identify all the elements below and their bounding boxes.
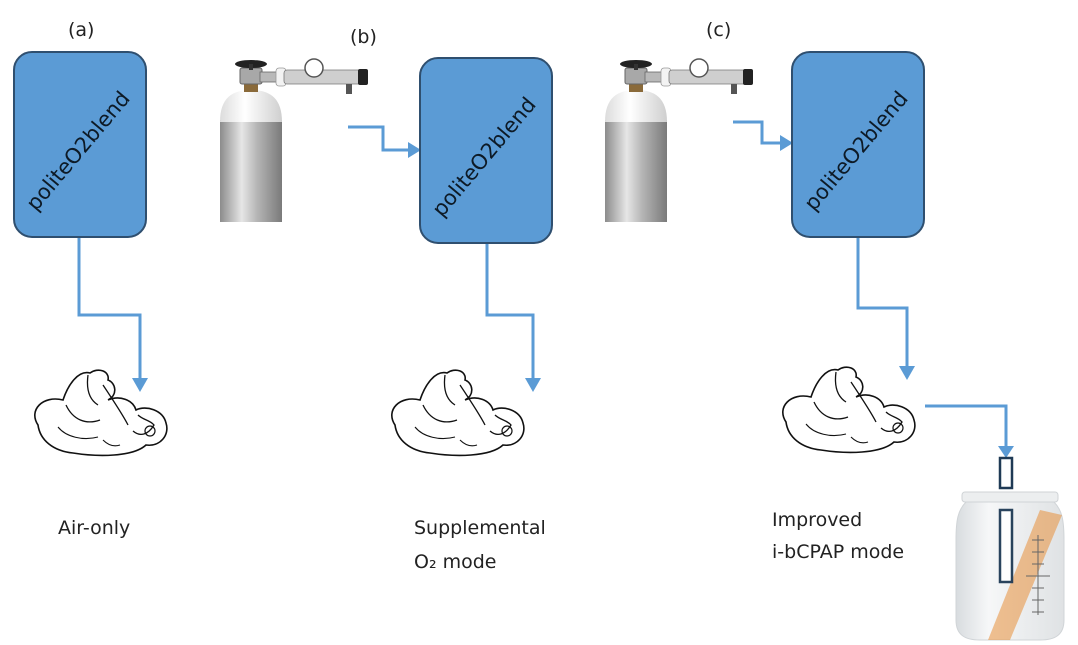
infant-icon <box>391 369 525 457</box>
infant-icon <box>782 366 916 454</box>
arrowhead-icon <box>525 378 541 392</box>
flow-arrow-a <box>77 238 142 380</box>
flow-arrow-b-out <box>485 244 535 380</box>
panel-a: (a) politeO2blend Air-only <box>13 19 168 539</box>
arrowhead-icon <box>780 135 793 151</box>
panel-label-c: (c) <box>706 19 731 41</box>
flow-arrow-b-in <box>348 125 410 152</box>
panel-b: (b) politeO2blend Supplemental O₂ mode <box>219 26 553 573</box>
polite-o2-blend-box-b: politeO2blend <box>419 57 553 244</box>
polite-o2-blend-box-c: politeO2blend <box>791 51 925 238</box>
infant-icon <box>34 369 168 457</box>
caption-a: Air-only <box>58 517 130 539</box>
water-jar-icon <box>955 456 1065 641</box>
flow-arrow-c-exhale <box>925 404 1008 448</box>
caption-c-line1: Improved <box>772 509 862 531</box>
oxygen-cylinder-icon <box>219 58 369 223</box>
panel-c: (c) politeO2blend <box>604 19 1065 641</box>
caption-b-line1: Supplemental <box>414 517 546 539</box>
oxygen-cylinder-icon <box>604 58 754 223</box>
arrowhead-icon <box>899 366 915 380</box>
panel-label-a: (a) <box>68 19 94 41</box>
arrowhead-icon <box>408 142 421 158</box>
flow-arrow-c-out <box>856 238 909 368</box>
panel-label-b: (b) <box>350 26 377 48</box>
polite-o2-blend-box-a: politeO2blend <box>13 51 147 238</box>
caption-b-line2: O₂ mode <box>414 551 497 573</box>
arrowhead-icon <box>998 446 1014 458</box>
flow-arrow-c-in <box>733 120 782 145</box>
caption-c-line2: i-bCPAP mode <box>772 541 904 563</box>
arrowhead-icon <box>132 378 148 392</box>
